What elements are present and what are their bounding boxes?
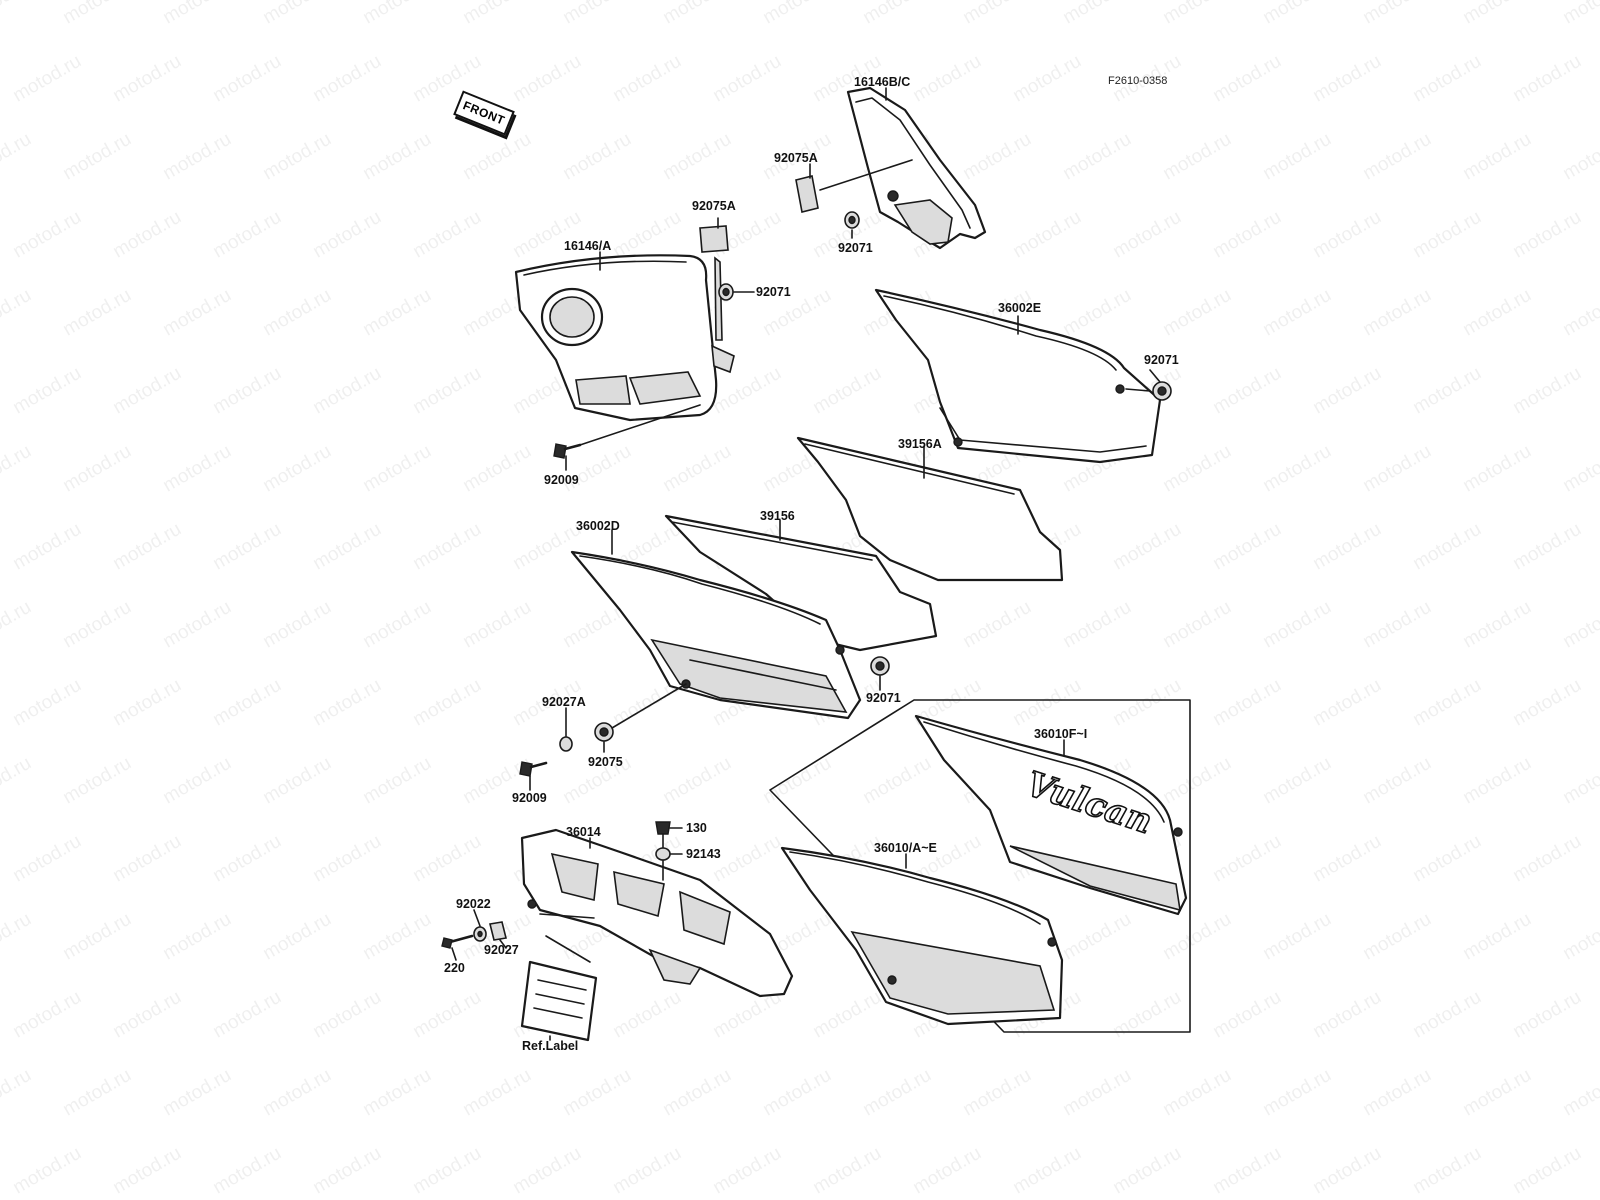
grommet-92071-mid bbox=[870, 656, 890, 676]
part-label-92009-top[interactable]: 92009 bbox=[544, 473, 579, 487]
leader-lines bbox=[451, 87, 1161, 1041]
damper-92075 bbox=[594, 722, 614, 742]
gasket-39156 bbox=[664, 514, 938, 652]
part-label-16146a[interactable]: 16146/A bbox=[564, 239, 612, 253]
washer-92022 bbox=[473, 926, 487, 942]
bolt-130 bbox=[655, 821, 671, 849]
part-label-130[interactable]: 130 bbox=[686, 821, 707, 835]
collar-92027a bbox=[559, 736, 573, 752]
part-label-92071-top[interactable]: 92071 bbox=[838, 241, 873, 255]
collar-92027 bbox=[489, 921, 507, 941]
part-label-36002e[interactable]: 36002E bbox=[998, 301, 1042, 315]
part-label-92027[interactable]: 92027 bbox=[484, 943, 519, 957]
side-cover-36010a-e bbox=[780, 846, 1064, 1026]
damper-92075a-top bbox=[795, 175, 819, 213]
part-label-92071-left[interactable]: 92071 bbox=[756, 285, 791, 299]
figure-code: F2610-0358 bbox=[1108, 75, 1168, 87]
part-label-92143[interactable]: 92143 bbox=[686, 847, 721, 861]
part-label-92027a[interactable]: 92027A bbox=[542, 695, 586, 709]
part-label-36014[interactable]: 36014 bbox=[566, 825, 601, 839]
part-label-36002d[interactable]: 36002D bbox=[576, 519, 620, 533]
part-label-220[interactable]: 220 bbox=[444, 961, 465, 975]
damper-92075a-left bbox=[699, 225, 729, 253]
grommet-92071-left bbox=[718, 283, 734, 301]
side-cover-36010f-i bbox=[914, 714, 1188, 916]
part-label-92022[interactable]: 92022 bbox=[456, 897, 491, 911]
part-label-39156a[interactable]: 39156A bbox=[898, 437, 942, 451]
lower-cover-36014 bbox=[520, 828, 794, 998]
air-box-cover-top bbox=[846, 86, 987, 250]
gasket-39156a bbox=[796, 436, 1064, 582]
part-label-ref-label[interactable]: Ref.Label bbox=[522, 1039, 579, 1053]
bolt-220 bbox=[441, 934, 474, 949]
variant-callout-box bbox=[769, 699, 1191, 1033]
part-label-92075a-left[interactable]: 92075A bbox=[692, 199, 736, 213]
part-label-92075a-top[interactable]: 92075A bbox=[774, 151, 818, 165]
grommet-92071-top bbox=[844, 211, 860, 229]
part-label-92009-bottom[interactable]: 92009 bbox=[512, 791, 547, 805]
part-label-36010f-i[interactable]: 36010F~I bbox=[1034, 727, 1088, 741]
side-cover-36002d bbox=[570, 550, 862, 720]
part-label-16146bc[interactable]: 16146B/C bbox=[854, 75, 911, 89]
bolt-92009-bottom bbox=[519, 761, 548, 777]
collar-92143 bbox=[655, 847, 671, 861]
bolt-92009-top bbox=[553, 443, 582, 459]
grommet-92071-right bbox=[1152, 381, 1172, 401]
reference-label-plate bbox=[520, 960, 598, 1042]
part-label-36010a-e[interactable]: 36010/A~E bbox=[874, 841, 937, 855]
part-label-39156[interactable]: 39156 bbox=[760, 509, 795, 523]
part-label-92071-right[interactable]: 92071 bbox=[1144, 353, 1179, 367]
air-box-cover-left bbox=[514, 254, 735, 422]
side-cover-36002e bbox=[874, 288, 1162, 464]
part-label-92071-mid[interactable]: 92071 bbox=[866, 691, 901, 705]
part-label-92075[interactable]: 92075 bbox=[588, 755, 623, 769]
